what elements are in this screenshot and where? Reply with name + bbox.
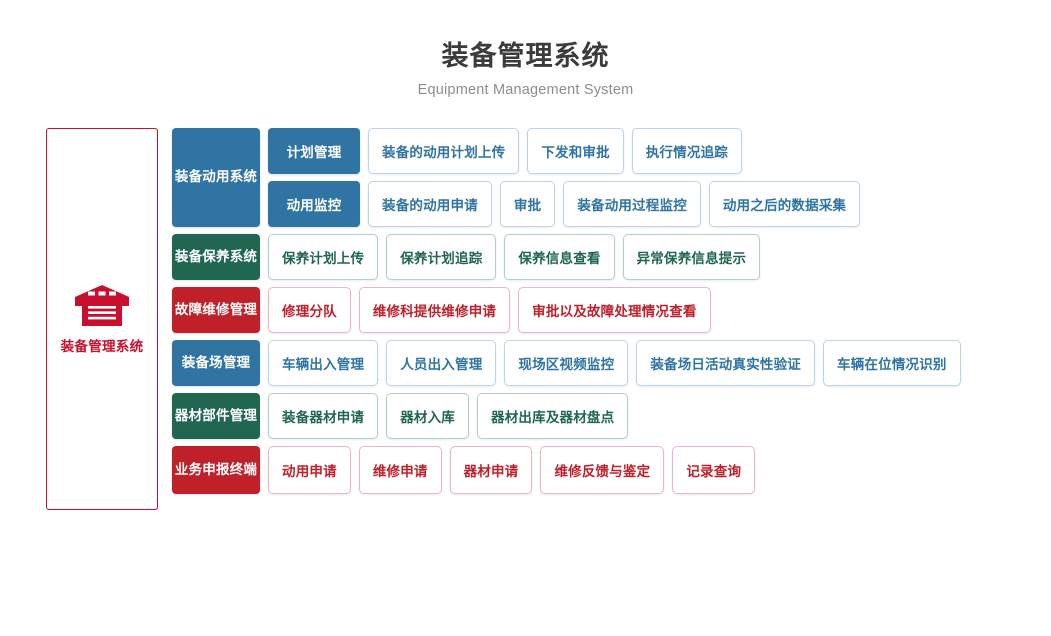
feature-item[interactable]: 装备动用过程监控 — [563, 181, 701, 227]
feature-item-list: 保养计划上传保养计划追踪保养信息查看异常保养信息提示 — [268, 234, 969, 280]
feature-item[interactable]: 车辆在位情况识别 — [823, 340, 961, 386]
feature-item[interactable]: 审批 — [499, 181, 556, 227]
subcategory-row: 动用申请维修申请器材申请维修反馈与鉴定记录查询 — [268, 446, 969, 494]
system-root-label: 装备管理系统 — [60, 339, 144, 354]
category-row: 装备保养系统保养计划上传保养计划追踪保养信息查看异常保养信息提示 — [172, 234, 969, 280]
page-header: 装备管理系统 Equipment Management System — [0, 0, 1051, 98]
feature-item[interactable]: 器材出库及器材盘点 — [477, 393, 629, 439]
feature-item-list: 装备的动用计划上传下发和审批执行情况追踪 — [368, 128, 969, 174]
page-title: 装备管理系统 — [441, 41, 610, 71]
feature-item[interactable]: 器材申请 — [449, 446, 533, 494]
subcategory-group: 装备器材申请器材入库器材出库及器材盘点 — [268, 393, 969, 439]
feature-item[interactable]: 人员出入管理 — [386, 340, 497, 386]
category-button[interactable]: 装备场管理 — [172, 340, 260, 386]
category-button[interactable]: 装备动用系统 — [172, 128, 260, 227]
category-button[interactable]: 故障维修管理 — [172, 287, 260, 333]
feature-item[interactable]: 维修申请 — [358, 446, 442, 494]
subcategory-button[interactable]: 计划管理 — [268, 128, 360, 174]
feature-item-list: 车辆出入管理人员出入管理现场区视频监控装备场日活动真实性验证车辆在位情况识别 — [268, 340, 969, 386]
feature-item[interactable]: 车辆出入管理 — [268, 340, 379, 386]
subcategory-group: 车辆出入管理人员出入管理现场区视频监控装备场日活动真实性验证车辆在位情况识别 — [268, 340, 969, 386]
feature-item[interactable]: 装备器材申请 — [268, 393, 379, 439]
feature-item[interactable]: 维修反馈与鉴定 — [540, 446, 665, 494]
subcategory-group: 保养计划上传保养计划追踪保养信息查看异常保养信息提示 — [268, 234, 969, 280]
feature-item[interactable]: 执行情况追踪 — [631, 128, 743, 174]
feature-item[interactable]: 异常保养信息提示 — [622, 234, 761, 280]
feature-item[interactable]: 动用申请 — [268, 446, 351, 494]
category-row: 器材部件管理装备器材申请器材入库器材出库及器材盘点 — [172, 393, 969, 439]
feature-item[interactable]: 动用之后的数据采集 — [708, 181, 861, 227]
subcategory-row: 动用监控装备的动用申请审批装备动用过程监控动用之后的数据采集 — [268, 181, 969, 227]
subcategory-row: 保养计划上传保养计划追踪保养信息查看异常保养信息提示 — [268, 234, 969, 280]
feature-item-list: 动用申请维修申请器材申请维修反馈与鉴定记录查询 — [268, 446, 969, 494]
subcategory-button[interactable]: 动用监控 — [268, 181, 360, 227]
subcategory-group: 修理分队维修科提供维修申请审批以及故障处理情况查看 — [268, 287, 969, 333]
category-row: 故障维修管理修理分队维修科提供维修申请审批以及故障处理情况查看 — [172, 287, 969, 333]
subcategory-row: 修理分队维修科提供维修申请审批以及故障处理情况查看 — [268, 287, 969, 333]
feature-item[interactable]: 保养信息查看 — [504, 234, 615, 280]
subcategory-row: 车辆出入管理人员出入管理现场区视频监控装备场日活动真实性验证车辆在位情况识别 — [268, 340, 969, 386]
feature-item[interactable]: 装备的动用计划上传 — [368, 128, 520, 174]
feature-item[interactable]: 现场区视频监控 — [504, 340, 629, 386]
feature-item[interactable]: 保养计划上传 — [268, 234, 379, 280]
category-button[interactable]: 器材部件管理 — [172, 393, 260, 439]
subcategory-group: 动用申请维修申请器材申请维修反馈与鉴定记录查询 — [268, 446, 969, 494]
feature-item[interactable]: 记录查询 — [672, 446, 756, 494]
warehouse-icon — [74, 283, 130, 327]
feature-item[interactable]: 修理分队 — [268, 287, 351, 333]
feature-item-list: 装备的动用申请审批装备动用过程监控动用之后的数据采集 — [368, 181, 969, 227]
feature-item-list: 修理分队维修科提供维修申请审批以及故障处理情况查看 — [268, 287, 969, 333]
feature-item[interactable]: 下发和审批 — [527, 128, 624, 174]
feature-item[interactable]: 装备场日活动真实性验证 — [636, 340, 816, 386]
category-rows: 装备动用系统计划管理装备的动用计划上传下发和审批执行情况追踪动用监控装备的动用申… — [172, 128, 969, 501]
feature-item-list: 装备器材申请器材入库器材出库及器材盘点 — [268, 393, 969, 439]
category-row: 业务申报终端动用申请维修申请器材申请维修反馈与鉴定记录查询 — [172, 446, 969, 494]
diagram-body: 装备管理系统 装备动用系统计划管理装备的动用计划上传下发和审批执行情况追踪动用监… — [46, 128, 969, 510]
category-row: 装备动用系统计划管理装备的动用计划上传下发和审批执行情况追踪动用监控装备的动用申… — [172, 128, 969, 227]
feature-item[interactable]: 装备的动用申请 — [368, 181, 492, 227]
feature-item[interactable]: 审批以及故障处理情况查看 — [518, 287, 711, 333]
feature-item[interactable]: 保养计划追踪 — [386, 234, 497, 280]
category-button[interactable]: 装备保养系统 — [172, 234, 260, 280]
system-root-panel[interactable]: 装备管理系统 — [46, 128, 158, 510]
subcategory-group: 计划管理装备的动用计划上传下发和审批执行情况追踪动用监控装备的动用申请审批装备动… — [268, 128, 969, 227]
page-subtitle: Equipment Management System — [417, 82, 634, 98]
category-row: 装备场管理车辆出入管理人员出入管理现场区视频监控装备场日活动真实性验证车辆在位情… — [172, 340, 969, 386]
category-button[interactable]: 业务申报终端 — [172, 446, 260, 494]
feature-item[interactable]: 器材入库 — [386, 393, 470, 439]
feature-item[interactable]: 维修科提供维修申请 — [358, 287, 511, 333]
subcategory-row: 计划管理装备的动用计划上传下发和审批执行情况追踪 — [268, 128, 969, 174]
subcategory-row: 装备器材申请器材入库器材出库及器材盘点 — [268, 393, 969, 439]
